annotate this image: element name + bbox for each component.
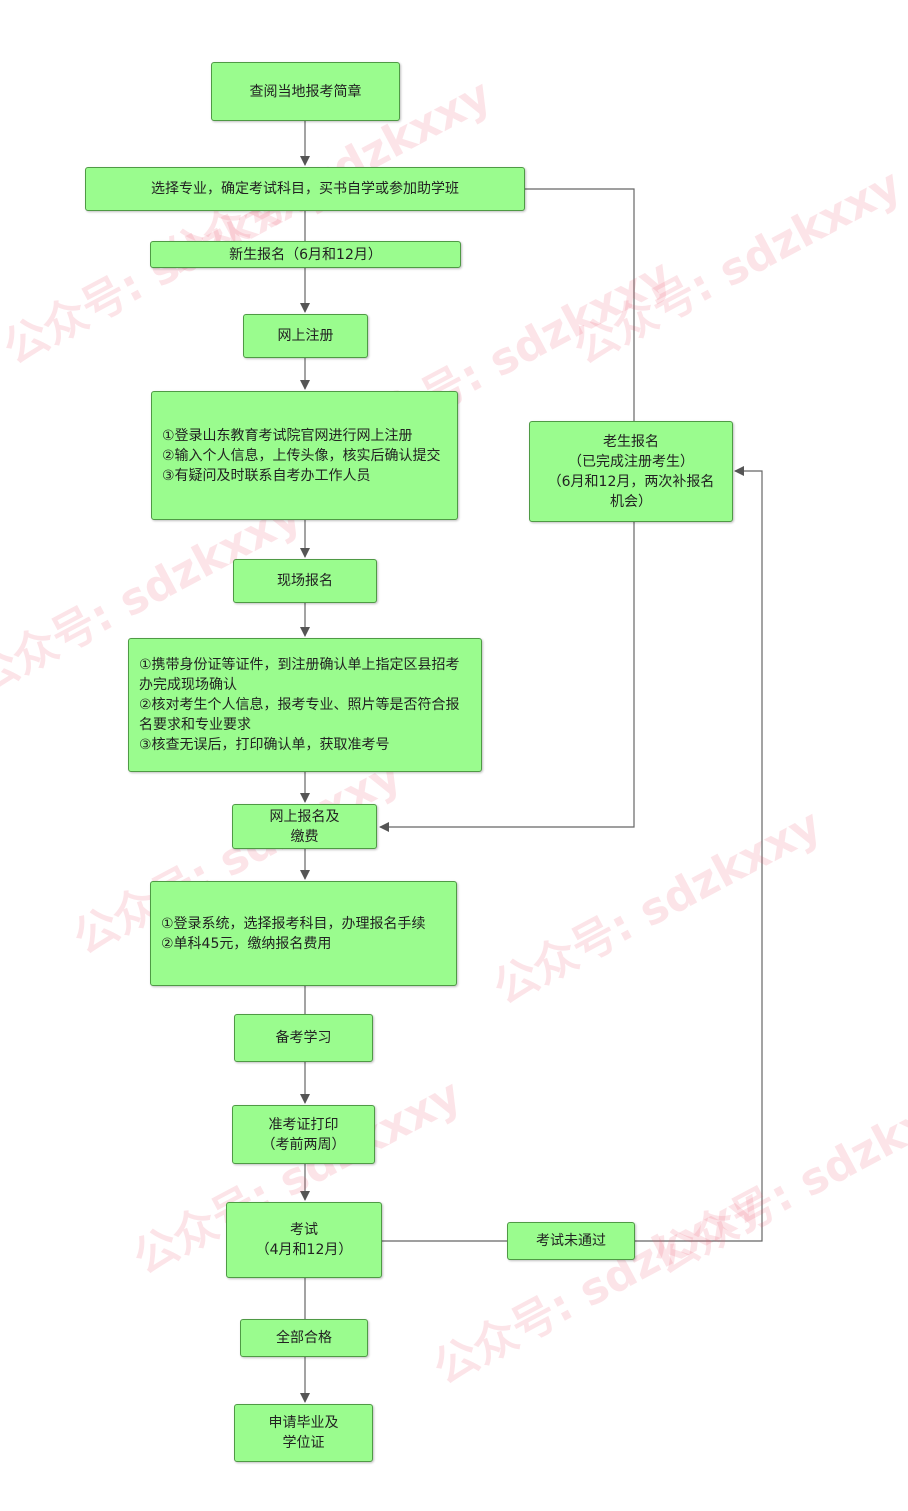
node-prepare-label: 备考学习 [275, 1030, 332, 1046]
register-step-3: ③有疑问及时联系自考办工作人员 [162, 467, 371, 484]
node-apply-cert-line1: 申请毕业及 [268, 1415, 339, 1431]
node-print-ticket-line2: （考前两周） [261, 1136, 346, 1153]
node-new-student: 新生报名（6月和12月） [150, 241, 461, 268]
pay-step-2: ②单科45元，缴纳报名费用 [161, 935, 332, 952]
node-apply-cert-line2: 学位证 [282, 1435, 325, 1451]
node-consult-guide-label: 查阅当地报考简章 [249, 83, 362, 100]
register-step-1: ①登录山东教育考试院官网进行网上注册 [162, 427, 413, 444]
pay-step-1: ①登录系统，选择报考科目，办理报名手续 [161, 915, 426, 932]
node-exam: 考试 （4月和12月） [226, 1202, 382, 1278]
node-online-pay-line2: 缴费 [290, 828, 319, 845]
node-exam-line1: 考试 [290, 1222, 318, 1238]
node-exam-fail: 考试未通过 [507, 1222, 635, 1260]
node-online-pay-line1: 网上报名及 [269, 808, 340, 825]
node-old-student-line1: 老生报名 [603, 433, 659, 450]
node-choose-major-label: 选择专业，确定考试科目，买书自学或参加助学班 [151, 181, 459, 197]
register-step-2: ②输入个人信息，上传头像，核实后确认提交 [162, 447, 441, 464]
node-online-register: 网上注册 [243, 314, 368, 358]
node-old-student-line3: （6月和12月，两次补报名机会） [547, 473, 715, 510]
node-print-ticket: 准考证打印 （考前两周） [232, 1105, 375, 1164]
onsite-step-1: ①携带身份证等证件，到注册确认单上指定区县招考办完成现场确认 [139, 657, 460, 693]
node-onsite-signup-label: 现场报名 [277, 573, 333, 589]
node-choose-major: 选择专业，确定考试科目，买书自学或参加助学班 [85, 167, 525, 211]
node-all-pass-label: 全部合格 [276, 1330, 332, 1346]
node-print-ticket-line1: 准考证打印 [268, 1116, 339, 1133]
line-major-to-old [525, 188, 635, 421]
node-exam-fail-label: 考试未通过 [536, 1233, 606, 1249]
node-pay-steps: ①登录系统，选择报考科目，办理报名手续 ②单科45元，缴纳报名费用 [150, 881, 457, 986]
node-onsite-signup: 现场报名 [233, 559, 377, 603]
node-onsite-steps: ①携带身份证等证件，到注册确认单上指定区县招考办完成现场确认 ②核对考生个人信息… [128, 638, 482, 772]
node-old-student-line2: （已完成注册考生） [568, 453, 694, 470]
node-new-student-label: 新生报名（6月和12月） [229, 246, 382, 263]
node-apply-cert: 申请毕业及 学位证 [234, 1404, 373, 1462]
node-online-register-label: 网上注册 [277, 328, 334, 344]
node-prepare: 备考学习 [234, 1014, 373, 1062]
node-all-pass: 全部合格 [240, 1319, 368, 1357]
node-online-pay: 网上报名及 缴费 [232, 804, 377, 849]
onsite-step-3: ③核查无误后，打印确认单，获取准考号 [139, 737, 390, 753]
arrow-old-to-pay [379, 522, 635, 832]
node-consult-guide: 查阅当地报考简章 [211, 62, 400, 121]
node-old-student: 老生报名 （已完成注册考生） （6月和12月，两次补报名机会） [529, 421, 733, 522]
arrow-fail-to-old [635, 466, 763, 1242]
onsite-step-2: ②核对考生个人信息，报考专业、照片等是否符合报名要求和专业要求 [139, 697, 460, 733]
node-register-steps: ①登录山东教育考试院官网进行网上注册 ②输入个人信息，上传头像，核实后确认提交 … [151, 391, 458, 520]
node-exam-line2: （4月和12月） [255, 1242, 353, 1258]
